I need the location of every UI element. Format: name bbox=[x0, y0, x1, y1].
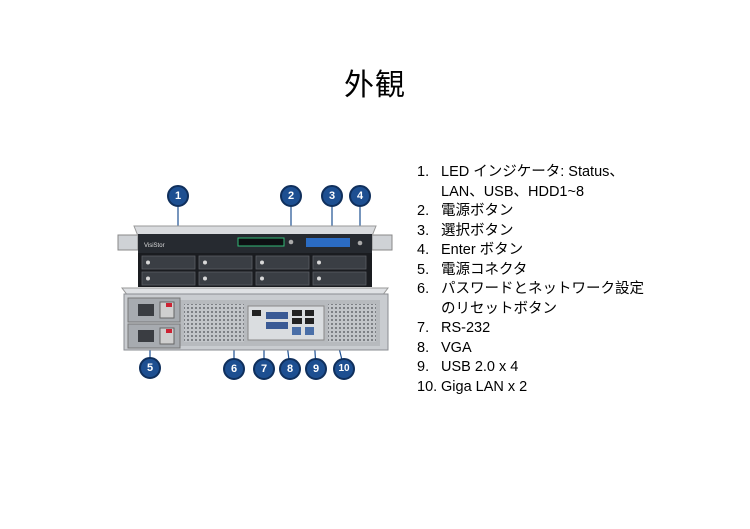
feature-item-7: 7. RS-232 bbox=[417, 319, 644, 339]
callout-3: 3 bbox=[321, 185, 343, 207]
feature-item-3: 3. 選択ボタン bbox=[417, 222, 644, 242]
feature-number: 4. bbox=[417, 242, 430, 258]
brand-label: VisiStor bbox=[144, 243, 165, 249]
feature-number: 6. bbox=[417, 281, 430, 297]
feature-text: 電源コネクタ bbox=[441, 261, 528, 278]
feature-text: 選択ボタン bbox=[441, 222, 514, 239]
enter-button-shape bbox=[357, 240, 363, 246]
feature-item-1: 1. LED インジケータ: Status、 LAN、USB、HDD1~8 bbox=[417, 163, 644, 202]
front-panel: VisiStor bbox=[117, 225, 393, 287]
feature-item-4: 4. Enter ボタン bbox=[417, 241, 644, 261]
feature-number: 8. bbox=[417, 339, 430, 356]
feature-text: のリセットボタン bbox=[441, 300, 557, 317]
feature-text: LED インジケータ: Status、 bbox=[441, 164, 624, 180]
feature-item-10: 10. Giga LAN x 2 bbox=[417, 378, 644, 398]
feature-item-9: 9. USB 2.0 x 4 bbox=[417, 358, 644, 378]
callout-4: 4 bbox=[349, 185, 371, 207]
feature-item-6: 6. パスワードとネットワーク設定 のリセットボタン bbox=[417, 280, 644, 319]
nas-device-illustration: VisiStor bbox=[117, 207, 393, 369]
feature-number: 1. bbox=[417, 164, 430, 180]
callout-5: 5 bbox=[139, 357, 161, 379]
feature-text: 電源ボタン bbox=[441, 203, 514, 219]
feature-number: 3. bbox=[417, 222, 430, 239]
feature-text: RS-232 bbox=[441, 320, 491, 336]
callout-2: 2 bbox=[280, 185, 302, 207]
callout-7: 7 bbox=[253, 358, 275, 380]
feature-item-5: 5. 電源コネクタ bbox=[417, 261, 644, 281]
callout-10: 10 bbox=[333, 358, 355, 380]
feature-text: Enter ボタン bbox=[441, 242, 524, 258]
feature-item-8: 8. VGA bbox=[417, 339, 644, 359]
io-ports bbox=[252, 310, 314, 335]
feature-text: Giga LAN x 2 bbox=[441, 378, 528, 395]
power-supplies bbox=[127, 297, 181, 349]
feature-text: VGA bbox=[441, 339, 472, 356]
feature-item-2: 2. 電源ボタン bbox=[417, 202, 644, 222]
rear-panel bbox=[121, 287, 389, 351]
callout-9: 9 bbox=[305, 358, 327, 380]
feature-list: 1. LED インジケータ: Status、 LAN、USB、HDD1~8 2.… bbox=[417, 163, 644, 397]
device-figure: VisiStor bbox=[110, 178, 400, 388]
feature-number: 9. bbox=[417, 359, 430, 375]
feature-number: 2. bbox=[417, 203, 430, 219]
drive-bays bbox=[141, 255, 367, 286]
page-title: 外観 bbox=[344, 68, 406, 103]
callout-6: 6 bbox=[223, 358, 245, 380]
callout-8: 8 bbox=[279, 358, 301, 380]
feature-number: 5. bbox=[417, 261, 430, 278]
feature-text: USB 2.0 x 4 bbox=[441, 359, 519, 375]
feature-text: パスワードとネットワーク設定 bbox=[441, 281, 644, 297]
power-button-shape bbox=[288, 239, 294, 245]
callout-1: 1 bbox=[167, 185, 189, 207]
feature-number: 7. bbox=[417, 320, 430, 336]
feature-number: 10. bbox=[417, 378, 438, 395]
feature-text: LAN、USB、HDD1~8 bbox=[441, 183, 585, 200]
